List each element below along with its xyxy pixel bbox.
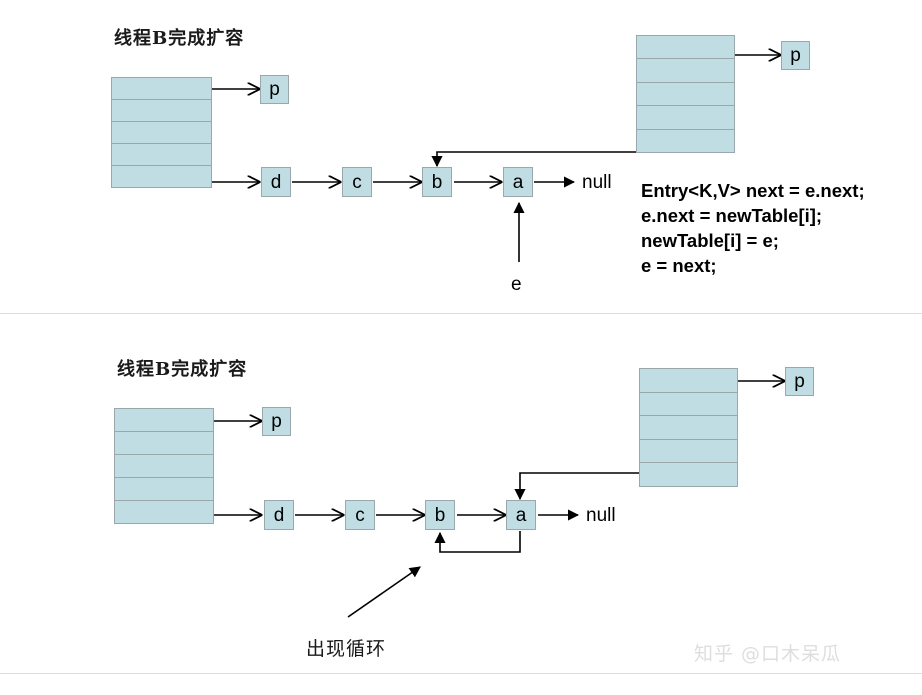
- code-line-3: newTable[i] = e;: [641, 230, 779, 251]
- table-cell: [640, 369, 737, 393]
- table-cell: [640, 416, 737, 440]
- table-cell: [112, 78, 211, 100]
- table-cell: [637, 83, 734, 107]
- panel-divider-middle: [0, 313, 922, 314]
- bottom-node-b: b: [425, 500, 455, 530]
- top-node-b: b: [422, 167, 452, 197]
- table-cell: [115, 432, 213, 455]
- top-panel: 线程B完成扩容 p p d c b a null e: [0, 0, 922, 313]
- top-node-a: a: [503, 167, 533, 197]
- table-cell: [640, 463, 737, 486]
- code-line-1: Entry<K,V> next = e.next;: [641, 180, 865, 201]
- top-old-table: [111, 77, 212, 188]
- top-cursor-e-label: e: [511, 274, 522, 295]
- table-cell: [637, 130, 734, 152]
- panel-divider-bottom: [0, 673, 922, 674]
- table-cell: [112, 100, 211, 122]
- bottom-old-pointer-p: p: [262, 407, 291, 436]
- top-panel-title: 线程B完成扩容: [114, 28, 245, 49]
- top-node-c: c: [342, 167, 372, 197]
- table-cell: [637, 106, 734, 130]
- top-null-label: null: [582, 172, 612, 193]
- bottom-panel-title: 线程B完成扩容: [117, 359, 248, 380]
- top-old-pointer-p: p: [260, 75, 289, 104]
- code-line-4: e = next;: [641, 255, 717, 276]
- bottom-null-label: null: [586, 505, 616, 526]
- cycle-note-label: 出现循环: [306, 638, 387, 660]
- bottom-panel: 线程B完成扩容 p p d c b a null 出现循环: [0, 314, 922, 695]
- bottom-node-d: d: [264, 500, 294, 530]
- table-cell: [112, 122, 211, 144]
- code-line-2: e.next = newTable[i];: [641, 205, 823, 226]
- table-cell: [115, 455, 213, 478]
- watermark: 知乎 @口木呆瓜: [694, 643, 842, 665]
- table-cell: [640, 440, 737, 464]
- bottom-new-table: [639, 368, 738, 487]
- table-cell: [115, 409, 213, 432]
- table-cell: [637, 59, 734, 83]
- top-node-d: d: [261, 167, 291, 197]
- table-cell: [112, 166, 211, 187]
- table-cell: [637, 36, 734, 60]
- top-new-table: [636, 35, 735, 153]
- table-cell: [640, 393, 737, 417]
- bottom-node-a: a: [506, 500, 536, 530]
- top-new-pointer-p: p: [781, 41, 810, 70]
- bottom-node-c: c: [345, 500, 375, 530]
- table-cell: [115, 478, 213, 501]
- table-cell: [112, 144, 211, 166]
- code-snippet: Entry<K,V> next = e.next; e.next = newTa…: [641, 178, 865, 278]
- table-cell: [115, 501, 213, 523]
- bottom-new-pointer-p: p: [785, 367, 814, 396]
- bottom-old-table: [114, 408, 214, 524]
